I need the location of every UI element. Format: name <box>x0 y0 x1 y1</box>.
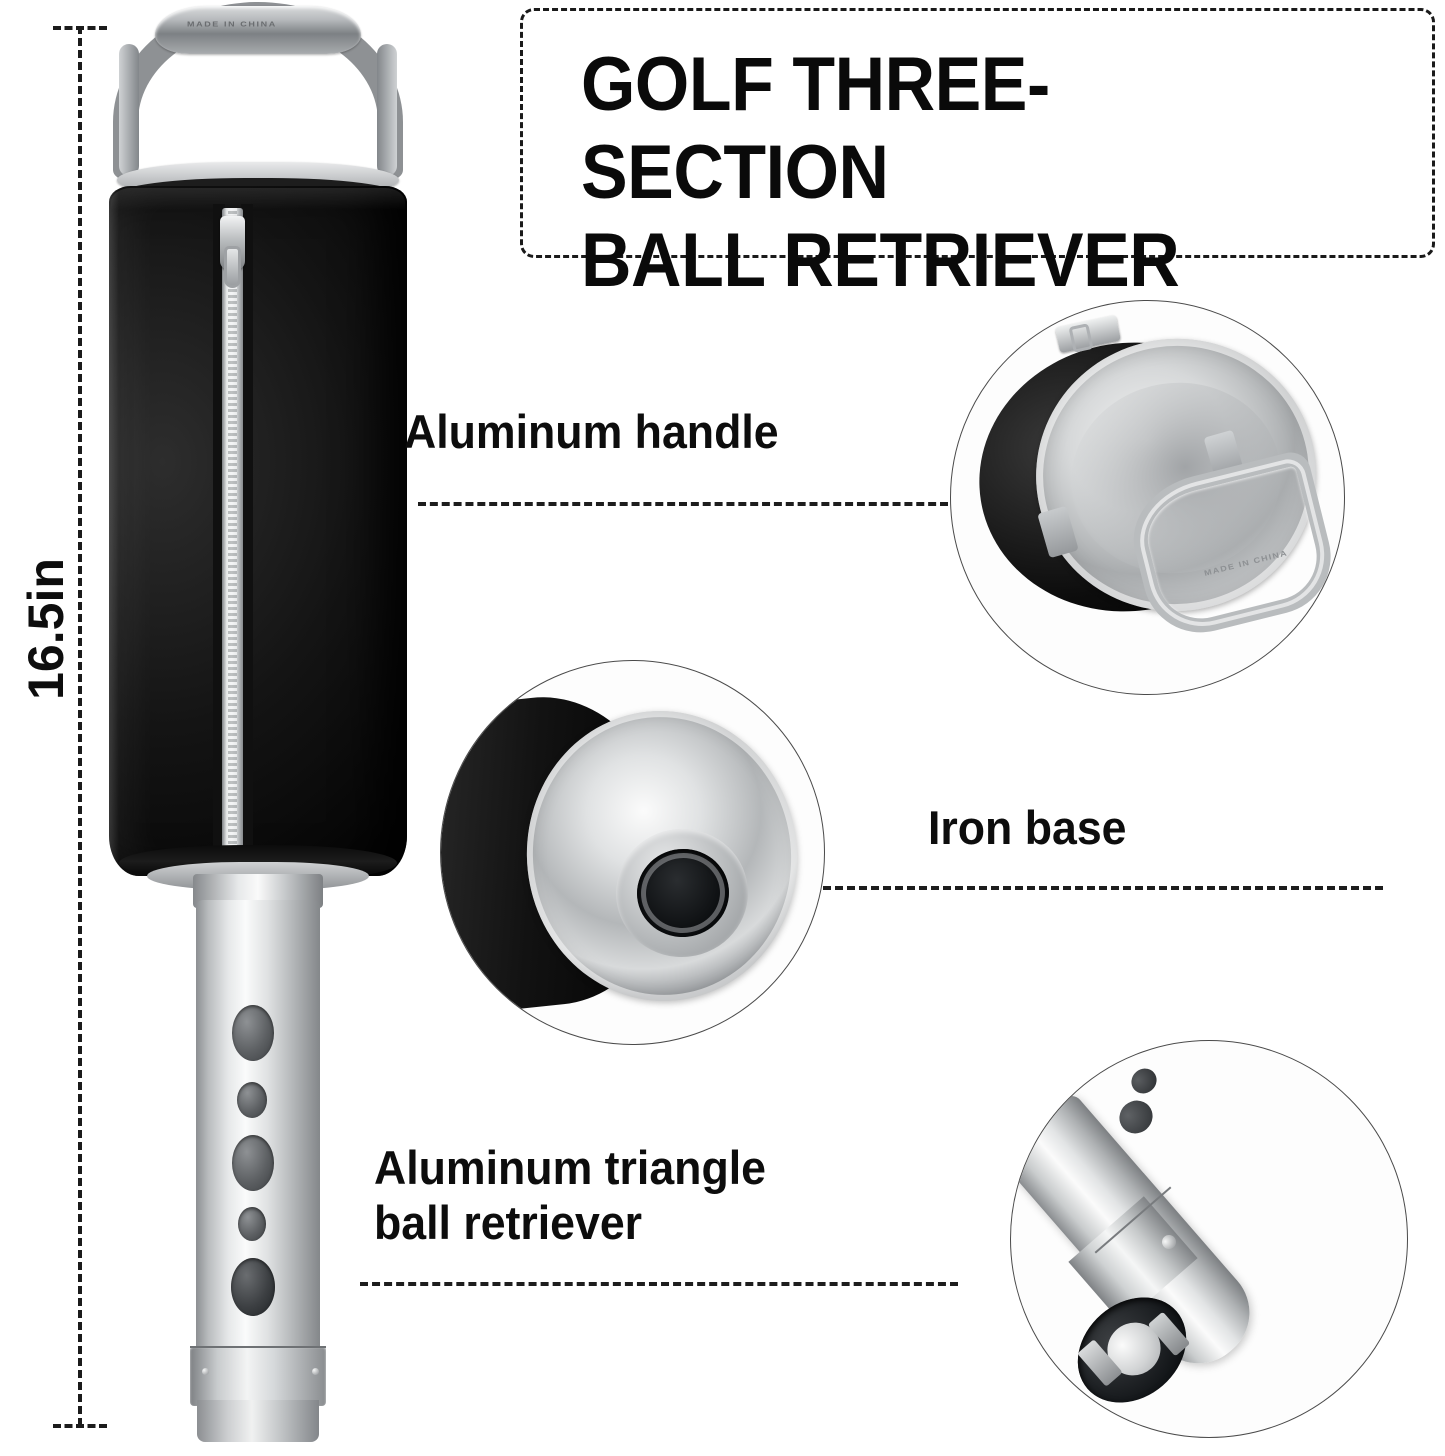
zipper-tape-right <box>241 204 253 856</box>
dimension-label: 16.5in <box>18 558 74 700</box>
leader-line-ball-retriever <box>360 1282 958 1286</box>
zipper-teeth <box>228 208 237 853</box>
shaft-hole-2 <box>237 1082 267 1118</box>
shaft-hole-5 <box>231 1258 275 1316</box>
callout-label-ball-retriever: Aluminum triangle ball retriever <box>374 1141 766 1250</box>
handle-right-arm <box>377 44 397 176</box>
inset-retriever-hole-1 <box>1112 1093 1160 1141</box>
handle-left-arm <box>119 44 139 176</box>
inset-photo-ball-retriever <box>1010 1040 1408 1438</box>
product-main-image: MADE IN CHINA <box>95 0 425 1442</box>
aluminum-handle-graphic: MADE IN CHINA <box>113 2 403 187</box>
callout-iron-base: Iron base <box>928 800 1137 855</box>
inset-photo-aluminum-handle: MADE IN CHINA <box>950 300 1345 695</box>
callout-aluminum-handle: Aluminum handle <box>404 404 798 459</box>
handle-grip <box>155 6 361 54</box>
ferrule-rivet-left <box>202 1368 209 1375</box>
title-box: GOLF THREE-SECTION BALL RETRIEVER <box>520 8 1435 303</box>
callout-label-iron-base: Iron base <box>928 801 1127 854</box>
shaft-hole-3 <box>232 1135 274 1191</box>
zipper-pull-tab <box>224 246 241 288</box>
dimension-cap-bottom <box>53 1424 107 1428</box>
callout-ball-retriever: Aluminum triangle ball retriever <box>374 1140 787 1251</box>
shaft-hole-4 <box>238 1207 266 1241</box>
shaft-hole-1 <box>232 1005 274 1061</box>
shaft-ferrule <box>190 1346 326 1406</box>
ferrule-seam <box>190 1346 326 1348</box>
page-title: GOLF THREE-SECTION BALL RETRIEVER <box>581 42 1180 304</box>
ferrule-rivet-right <box>312 1368 319 1375</box>
inset-photo-iron-base <box>440 660 825 1045</box>
dimension-vertical-line <box>78 26 82 1426</box>
leader-line-aluminum-handle <box>418 502 948 506</box>
bag-left-highlight <box>109 186 119 876</box>
callout-label-aluminum-handle: Aluminum handle <box>404 405 779 458</box>
black-fabric-bag <box>109 186 407 876</box>
shaft-tip <box>197 1400 319 1442</box>
leader-line-iron-base <box>823 886 1383 890</box>
bag-top-fold <box>111 188 405 210</box>
inset-retriever-hole-2 <box>1126 1063 1162 1099</box>
handle-made-in-china-stamp: MADE IN CHINA <box>187 19 277 29</box>
